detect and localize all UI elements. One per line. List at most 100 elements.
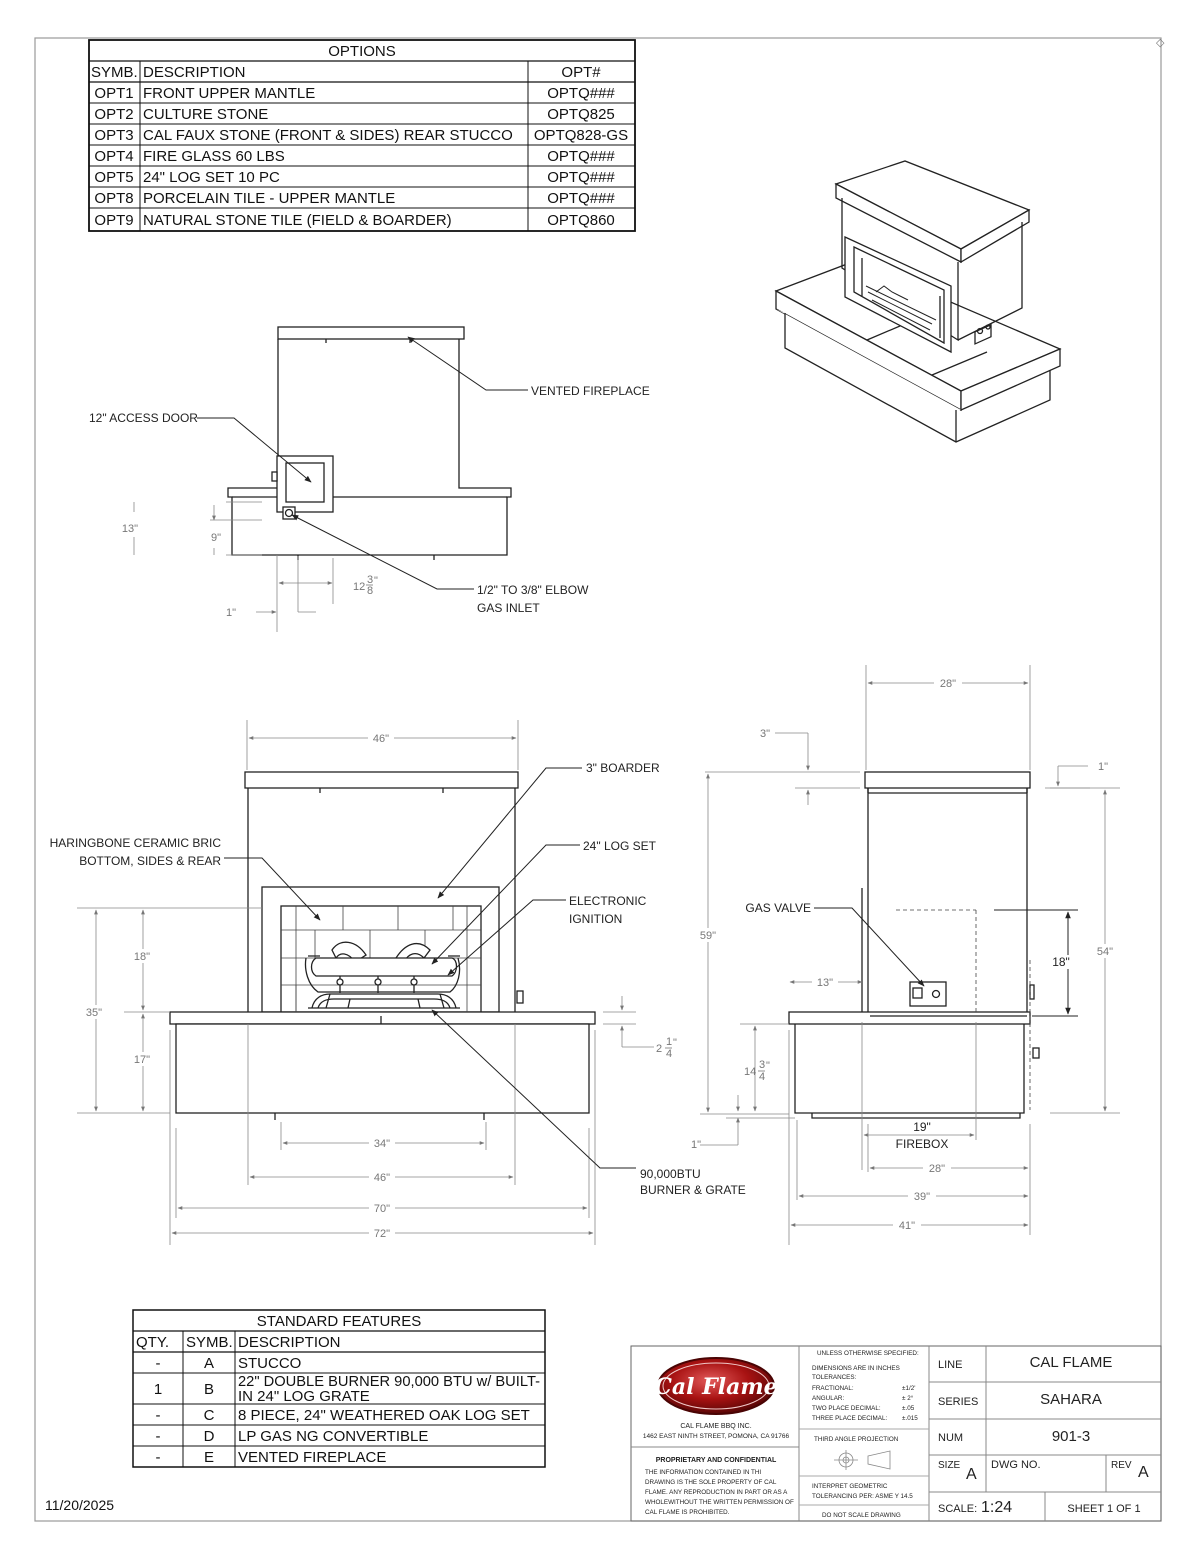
features-row-a-desc: STUCCO [238,1355,301,1372]
front-dim-17: 17" [134,1054,150,1066]
side-dim-14-whole: 14 [744,1066,756,1078]
options-row-3-desc: CAL FAUX STONE (FRONT & SIDES) REAR STUC… [143,127,513,144]
label-ignition-2: IGNITION [569,912,622,926]
side-dim-13: 13" [817,977,833,989]
features-row-d-symb: D [204,1428,215,1445]
standard-features-table: STANDARD FEATURES QTY. SYMB. DESCRIPTION… [132,1309,546,1468]
side-dim-39: 39" [914,1191,930,1203]
front-dim-72: 72" [374,1228,390,1240]
features-row-c-qty: - [156,1407,161,1424]
side-dim-14-den: 4 [759,1071,765,1083]
features-row-a-qty: - [156,1355,161,1372]
front-dim-2-unit: " [673,1037,677,1049]
sheet-number: SHEET 1 OF 1 [1067,1503,1140,1515]
rear-dim-12-den: 8 [367,585,373,597]
title-block: Cal Flame CAL FLAME BBQ INC. 1462 EAST N… [630,1345,1162,1522]
label-ignition-1: ELECTRONIC [569,894,647,908]
interpret-line-1: INTERPRET GEOMETRIC [812,1483,888,1490]
side-dim-54: 54" [1097,946,1113,958]
options-header-description: DESCRIPTION [143,64,246,81]
front-dim-2-den: 4 [666,1048,672,1060]
label-haringbone-1: HARINGBONE CERAMIC BRIC [50,836,222,850]
num-label: NUM [938,1432,963,1444]
front-dim-2-whole: 2 [656,1043,662,1055]
size-value: A [966,1466,977,1483]
rear-dim-1: 1" [226,607,236,619]
rev-value: A [1138,1464,1149,1481]
options-row-2-symb: OPT2 [94,106,133,123]
options-row-7-symb: OPT9 [94,212,133,229]
options-row-1-desc: FRONT UPPER MANTLE [143,85,315,102]
unless-specified: UNLESS OTHERWISE SPECIFIED: [817,1350,919,1357]
label-gas-inlet-1: 1/2" TO 3/8" ELBOW [477,583,589,597]
options-row-1-symb: OPT1 [94,85,133,102]
series-value: SAHARA [1040,1391,1102,1408]
label-burner-1: 90,000BTU [640,1167,701,1181]
front-dim-18: 18" [134,951,150,963]
options-header-opt: OPT# [561,64,601,81]
rear-dim-9: 9" [211,532,221,544]
options-header-symb: SYMB. [91,64,138,81]
three-place-label: THREE PLACE DECIMAL: [812,1415,887,1422]
label-vented-fireplace: VENTED FIREPLACE [531,384,650,398]
options-row-5-symb: OPT5 [94,169,133,186]
label-log-set: 24" LOG SET [583,839,657,853]
series-label: SERIES [938,1396,978,1408]
side-dim-14-unit: " [766,1060,770,1072]
side-dim-3: 3" [760,728,770,740]
side-dim-18: 18" [1052,955,1070,969]
rear-dim-12-num: 3 [367,574,373,586]
rear-dim-13: 13" [122,523,138,535]
label-boarder: 3" BOARDER [586,761,660,775]
options-row-7-desc: NATURAL STONE TILE (FIELD & BOARDER) [143,212,452,229]
num-value: 901-3 [1052,1428,1090,1445]
options-row-6-opt: OPTQ### [547,190,615,207]
interpret-line-2: TOLERANCING PER: ASME Y 14.5 [812,1493,913,1500]
features-row-e-symb: E [204,1449,214,1466]
options-row-3-symb: OPT3 [94,127,133,144]
sheet-border [34,37,1162,1522]
projection-label: THIRD ANGLE PROJECTION [814,1436,899,1443]
isometric-view [774,160,1062,443]
features-row-a-symb: A [204,1355,214,1372]
two-place-value: ±.05 [902,1405,915,1412]
label-gas-inlet-2: GAS INLET [477,601,540,615]
drawing-date: 11/20/2025 [45,1497,114,1513]
proprietary-line-3: FLAME. ANY REPRODUCTION IN PART OR AS A [645,1489,788,1496]
features-header-symb: SYMB. [186,1334,233,1351]
front-dim-2-num: 1 [666,1036,672,1048]
size-label: SIZE [938,1460,961,1471]
side-dim-1-top: 1" [1098,761,1108,773]
label-gas-valve: GAS VALVE [745,901,811,915]
options-row-5-opt: OPTQ### [547,169,615,186]
side-label-firebox: FIREBOX [896,1137,949,1151]
front-dim-46-bottom: 46" [374,1172,390,1184]
label-access-door: 12" ACCESS DOOR [89,411,198,425]
proprietary-line-5: CAL FLAME IS PROHIBITED. [645,1509,730,1516]
proprietary-line-2: DRAWING IS THE SOLE PROPERTY OF CAL [645,1479,777,1486]
features-row-b-desc-1: 22" DOUBLE BURNER 90,000 BTU w/ BUILT- [238,1373,540,1390]
side-dim-41: 41" [899,1220,915,1232]
features-row-d-desc: LP GAS NG CONVERTIBLE [238,1428,428,1445]
projection-symbol [834,1450,891,1470]
fractional-value: ±1/2' [902,1385,915,1392]
front-dim-46-top: 46" [373,733,389,745]
options-row-2-opt: OPTQ825 [547,106,615,123]
front-dim-35: 35" [86,1007,102,1019]
features-row-d-qty: - [156,1428,161,1445]
angular-label: ANGULAR: [812,1395,844,1402]
dwg-label: DWG NO. [991,1459,1041,1471]
features-row-b-qty: 1 [154,1381,162,1398]
options-row-4-opt: OPTQ### [547,148,615,165]
features-row-e-qty: - [156,1449,161,1466]
scale-value: 1:24 [981,1499,1012,1516]
rear-view: 13" 9" 12 3 8 " 1" VENTED FIREPLACE 12" … [89,326,650,632]
options-row-7-opt: OPTQ860 [547,212,615,229]
options-row-6-symb: OPT8 [94,190,133,207]
angular-value: ± 2° [902,1394,914,1402]
side-view: 28" 3" 1" 59" 54" 18" 13" 14 3 4 " 1" 19… [691,665,1120,1245]
fractional-label: FRACTIONAL: [812,1385,854,1392]
front-dim-70: 70" [374,1203,390,1215]
options-row-6-desc: PORCELAIN TILE - UPPER MANTLE [143,190,395,207]
